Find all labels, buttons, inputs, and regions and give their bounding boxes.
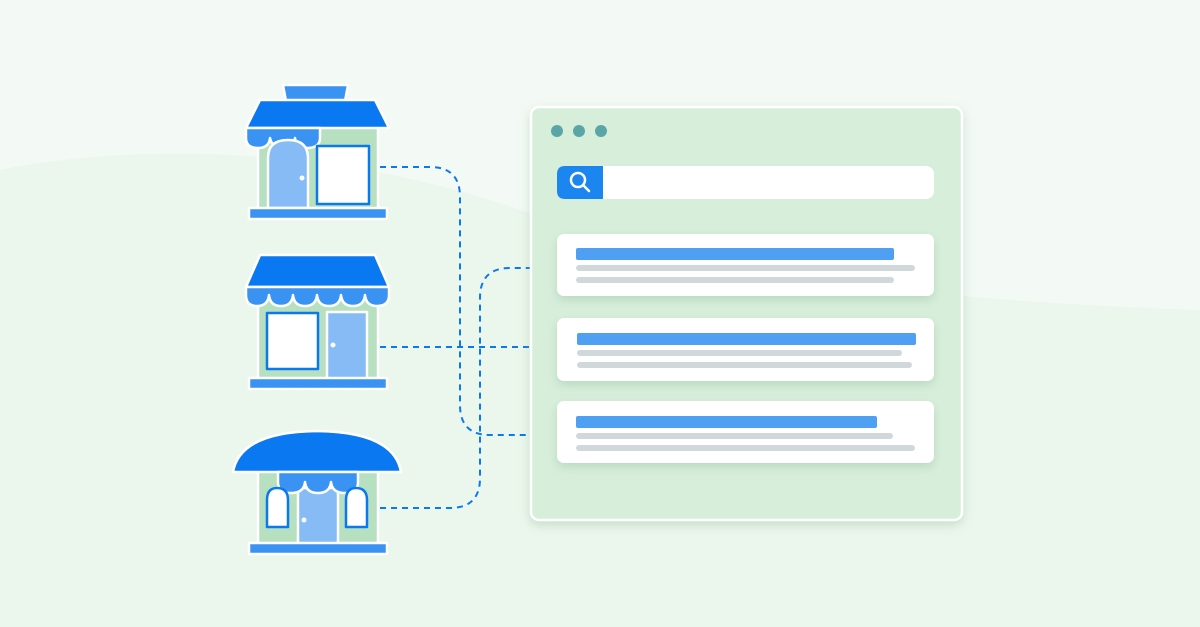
browser-window	[529, 105, 964, 522]
store-dome-roof	[231, 429, 403, 474]
store-awning	[276, 470, 360, 495]
store-base	[247, 206, 389, 221]
search-result[interactable]	[557, 318, 934, 381]
door-knob	[330, 342, 336, 348]
store-roof	[244, 98, 391, 130]
storefront-icon	[231, 429, 403, 556]
store-base	[247, 376, 389, 391]
door-knob	[299, 175, 305, 181]
door-knob	[301, 517, 307, 523]
search-icon	[569, 171, 591, 193]
store-window-right	[344, 486, 369, 529]
result-snippet-line	[577, 350, 902, 356]
store-roof	[244, 253, 391, 289]
window-dot	[573, 125, 585, 137]
storefront-icon	[244, 83, 391, 221]
store-door	[296, 486, 340, 547]
search-input[interactable]	[557, 166, 934, 199]
search-bar[interactable]	[557, 166, 934, 199]
connector-store3-result1	[380, 267, 556, 509]
store-awning	[244, 285, 391, 308]
store-window	[315, 144, 371, 206]
result-snippet-line	[577, 362, 912, 368]
storefront-icon	[244, 253, 391, 391]
result-snippet-line	[576, 265, 915, 271]
store-door	[266, 138, 310, 210]
store-base	[247, 541, 389, 556]
result-title	[576, 248, 894, 260]
search-result[interactable]	[557, 401, 934, 463]
result-snippet-line	[576, 277, 894, 283]
window-dot	[595, 125, 607, 137]
store-window-left	[265, 486, 290, 529]
result-snippet-line	[576, 445, 915, 451]
store-window	[265, 311, 320, 371]
search-button[interactable]	[557, 166, 603, 199]
connector-lines	[380, 166, 556, 509]
result-title	[576, 416, 877, 428]
result-title	[577, 333, 916, 345]
result-snippet-line	[576, 433, 893, 439]
connector-store1-result3	[380, 166, 556, 436]
window-dot	[551, 125, 563, 137]
